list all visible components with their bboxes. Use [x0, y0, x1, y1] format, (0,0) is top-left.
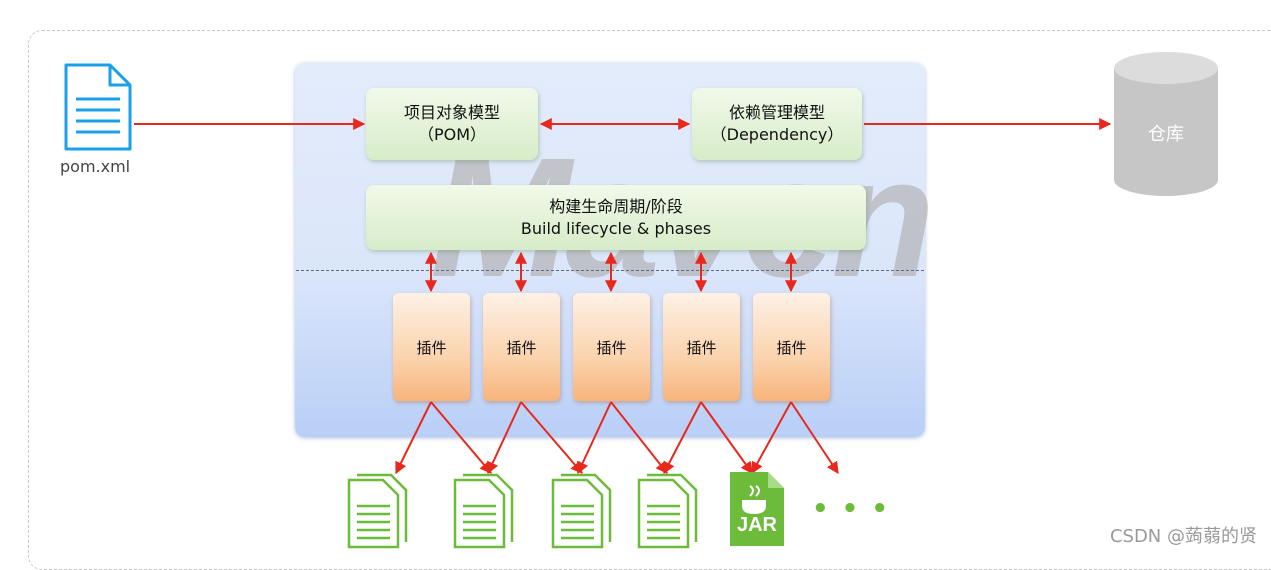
pom-model-box: 项目对象模型 （POM） — [366, 88, 538, 160]
more-outputs-ellipsis: • • • — [812, 494, 890, 524]
document-stack-icon — [347, 473, 408, 549]
arrow-plugin-output — [577, 401, 612, 475]
arrow-plugin-output — [663, 401, 702, 475]
dependency-model-subtitle: （Dependency） — [710, 125, 844, 144]
jar-label: JAR — [736, 514, 777, 536]
document-stack-icon — [637, 473, 698, 549]
pom-model-title: 项目对象模型 — [403, 103, 500, 122]
credit-watermark: CSDN @蒟蒻的贤 — [1109, 526, 1257, 547]
arrow-plugin-output — [790, 401, 839, 475]
arrow-plugin-output — [751, 401, 792, 475]
arrows-layer — [134, 118, 1112, 475]
arrow-plugin-output — [430, 401, 492, 474]
pom-file-label: pom.xml — [60, 157, 131, 176]
document-stack-icon — [551, 473, 612, 549]
lifecycle-title: 构建生命周期/阶段 — [549, 196, 683, 216]
document-icon — [64, 63, 132, 151]
arrow-plugin-output — [520, 401, 583, 474]
arrow-plugin-output — [395, 401, 432, 475]
database-icon — [1114, 52, 1218, 196]
arrow-plugin-output — [487, 401, 522, 475]
plugin-box: 插件 — [393, 293, 470, 401]
lifecycle-box: 构建生命周期/阶段 Build lifecycle & phases — [366, 185, 866, 250]
dependency-model-title: 依赖管理模型 — [728, 103, 825, 122]
arrow-plugin-output — [700, 401, 753, 474]
jar-file-icon — [730, 472, 784, 546]
arrow-plugin-output — [610, 401, 668, 474]
plugin-box: 插件 — [663, 293, 740, 401]
plugin-box: 插件 — [483, 293, 560, 401]
pom-model-subtitle: （POM） — [417, 125, 487, 144]
repository-label: 仓库 — [1148, 124, 1184, 145]
dependency-model-box: 依赖管理模型 （Dependency） — [692, 88, 862, 160]
lifecycle-subtitle: Build lifecycle & phases — [520, 218, 712, 238]
document-stack-icon — [453, 473, 514, 549]
plugin-box: 插件 — [753, 293, 830, 401]
plugin-box: 插件 — [573, 293, 650, 401]
